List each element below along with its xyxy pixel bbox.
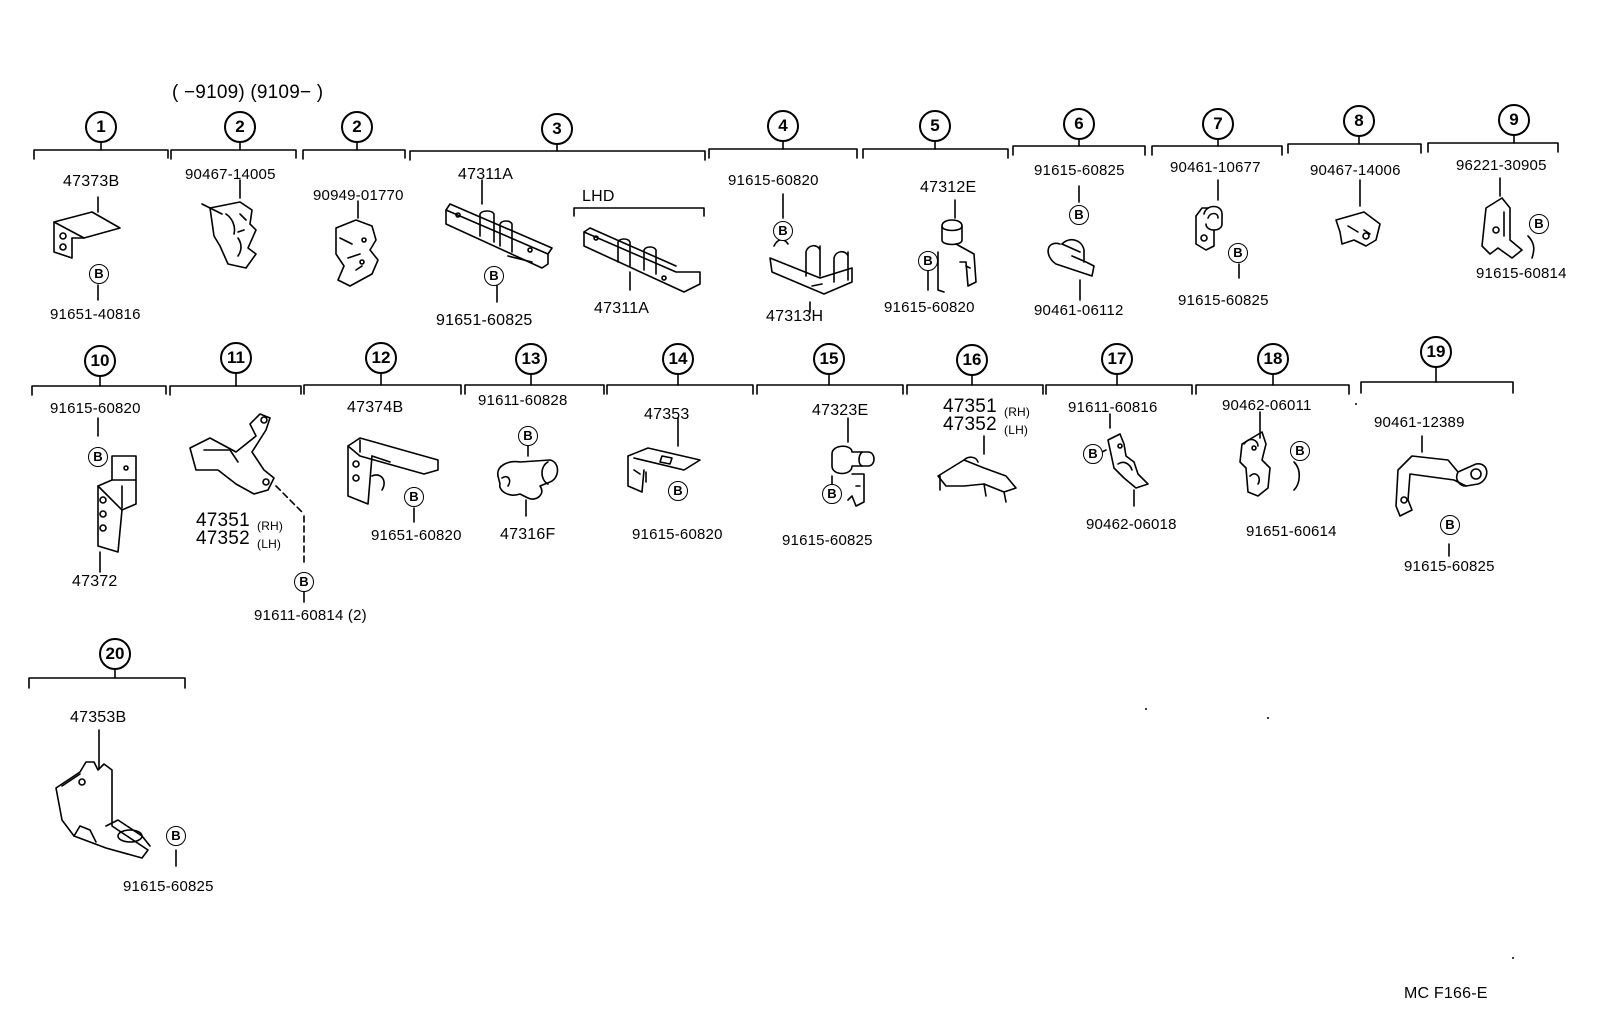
- part-number-91615-60814: 91615-60814: [1476, 265, 1567, 282]
- part-number-47323E: 47323E: [812, 402, 869, 419]
- part-number-47352: 47352: [196, 528, 250, 549]
- part-number-91615-60820: 91615-60820: [884, 299, 975, 316]
- bolt-symbol: B: [89, 264, 109, 284]
- bolt-symbol: B: [918, 251, 938, 271]
- part-number-91615-60825: 91615-60825: [1404, 558, 1495, 575]
- bolt-symbol: B: [1290, 441, 1310, 461]
- part-number-90462-06011: 90462-06011: [1222, 397, 1312, 414]
- part-number-90461-10677: 90461-10677: [1170, 159, 1261, 176]
- section-number-10: 10: [84, 345, 116, 377]
- lhd-label: LHD: [582, 188, 615, 205]
- part-number-90462-06018: 90462-06018: [1086, 516, 1177, 533]
- part-number-91651-60820: 91651-60820: [371, 527, 462, 544]
- part-number-91615-60820: 91615-60820: [728, 172, 819, 189]
- section-number-7: 7: [1202, 108, 1234, 140]
- lh-note: (LH): [1004, 423, 1029, 437]
- section-number-2a: 2: [224, 111, 256, 143]
- section-number-11: 11: [220, 342, 252, 374]
- section-number-6: 6: [1063, 108, 1095, 140]
- bolt-symbol: B: [1069, 205, 1089, 225]
- part-number-47316F: 47316F: [500, 526, 556, 543]
- part-number-91651-40816: 91651-40816: [50, 306, 141, 323]
- part-number-47351: 47351: [943, 396, 997, 417]
- part-number-91615-60820: 91615-60820: [632, 526, 723, 543]
- section-number-20: 20: [99, 638, 131, 670]
- part-number-91611-60814-qty-2: 91611-60814 (2): [254, 607, 367, 624]
- part-number-47311A-lhd: 47311A: [594, 300, 650, 317]
- bolt-symbol: B: [294, 572, 314, 592]
- part-number-91615-60825: 91615-60825: [782, 532, 873, 549]
- section-number-2b: 2: [341, 111, 373, 143]
- part-number-47373B: 47373B: [63, 173, 120, 190]
- part-number-47353B: 47353B: [70, 709, 127, 726]
- section-number-19: 19: [1420, 336, 1452, 368]
- section-number-17: 17: [1101, 343, 1133, 375]
- section-number-3: 3: [541, 113, 573, 145]
- date-range-header: ( −9109) (9109− ): [172, 82, 324, 103]
- part-number-96221-30905: 96221-30905: [1456, 157, 1547, 174]
- part-number-47311A: 47311A: [458, 166, 514, 183]
- section-number-8: 8: [1343, 105, 1375, 137]
- section-number-15: 15: [813, 343, 845, 375]
- section-number-14: 14: [662, 343, 694, 375]
- part-number-91615-60825: 91615-60825: [123, 878, 214, 895]
- lh-note: (LH): [257, 537, 282, 551]
- section-number-4: 4: [767, 110, 799, 142]
- bolt-symbol: B: [822, 484, 842, 504]
- rh-note: (RH): [257, 519, 284, 533]
- part-number-91615-60825: 91615-60825: [1178, 292, 1269, 309]
- part-number-91651-60614: 91651-60614: [1246, 523, 1337, 540]
- bolt-symbol: B: [88, 447, 108, 467]
- bolt-symbol: B: [1440, 515, 1460, 535]
- bolt-symbol: B: [1529, 214, 1549, 234]
- bolt-symbol: B: [668, 481, 688, 501]
- part-number-47372: 47372: [72, 573, 118, 590]
- section-number-1: 1: [85, 111, 117, 143]
- part-number-47353: 47353: [644, 406, 690, 423]
- part-number-90949-01770: 90949-01770: [313, 187, 404, 204]
- section-number-13: 13: [515, 343, 547, 375]
- part-number-90467-14006: 90467-14006: [1310, 162, 1401, 179]
- bolt-symbol: B: [166, 826, 186, 846]
- bolt-symbol: B: [1228, 243, 1248, 263]
- section-number-9: 9: [1498, 104, 1530, 136]
- bolt-symbol: B: [518, 426, 538, 446]
- rh-note: (RH): [1004, 405, 1031, 419]
- bolt-symbol: B: [773, 221, 793, 241]
- part-number-91615-60825: 91615-60825: [1034, 162, 1125, 179]
- part-number-91651-60825: 91651-60825: [436, 312, 533, 329]
- part-number-91615-60820: 91615-60820: [50, 400, 141, 417]
- bolt-symbol: B: [484, 266, 504, 286]
- part-number-91611-60816: 91611-60816: [1068, 399, 1158, 416]
- section-number-12: 12: [365, 342, 397, 374]
- bolt-symbol: B: [1083, 444, 1103, 464]
- part-number-47312E: 47312E: [920, 179, 977, 196]
- part-number-47374B: 47374B: [347, 399, 404, 416]
- part-number-91611-60828: 91611-60828: [478, 392, 568, 409]
- part-number-47313H: 47313H: [766, 308, 824, 325]
- part-number-90461-12389: 90461-12389: [1374, 414, 1465, 431]
- section-number-16: 16: [956, 344, 988, 376]
- figure-code: MC F166-E: [1404, 985, 1488, 1002]
- bolt-symbol: B: [404, 487, 424, 507]
- part-number-47352: 47352: [943, 414, 997, 435]
- part-number-90461-06112: 90461-06112: [1034, 302, 1124, 319]
- section-number-5: 5: [919, 110, 951, 142]
- section-number-18: 18: [1257, 343, 1289, 375]
- part-number-47351: 47351: [196, 510, 250, 531]
- part-number-90467-14005: 90467-14005: [185, 166, 276, 183]
